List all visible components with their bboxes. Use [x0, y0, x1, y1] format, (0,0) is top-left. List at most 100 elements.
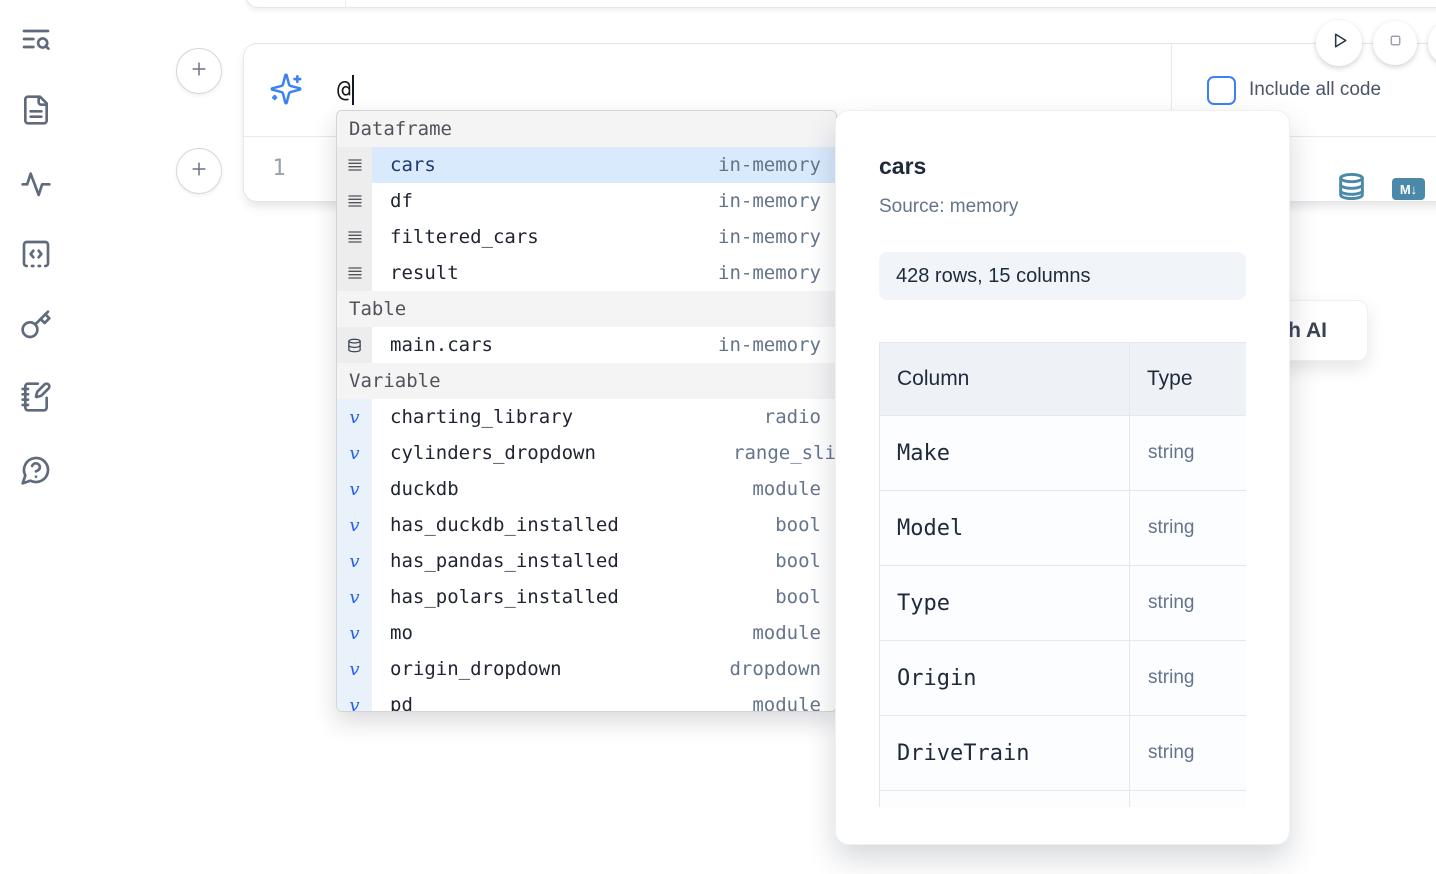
column-name: Origin: [879, 640, 1130, 716]
autocomplete-section-header: Variable: [337, 363, 836, 399]
plus-icon: [189, 159, 209, 184]
preview-source: Source: memory: [879, 196, 1019, 217]
run-cell-button[interactable]: [1316, 20, 1362, 66]
previous-cell-partial: [246, 0, 1436, 8]
autocomplete-section-header: Dataframe: [337, 111, 836, 147]
item-name: has_polars_installed: [390, 586, 619, 608]
item-name: duckdb: [390, 478, 459, 500]
item-name: origin_dropdown: [390, 658, 562, 680]
item-type: module: [752, 694, 821, 712]
column-type: string: [1129, 415, 1246, 491]
item-type: radio: [763, 406, 821, 428]
autocomplete-item-has_polars_installed[interactable]: v has_polars_installed bool: [337, 579, 836, 615]
column-name: DriveTrain: [879, 715, 1130, 791]
item-name: has_duckdb_installed: [390, 514, 619, 536]
autocomplete-item-filtered_cars[interactable]: filtered_cars in-memory: [337, 219, 836, 255]
database-icon: [337, 327, 372, 363]
column-name: Make: [879, 415, 1130, 491]
include-all-code-checkbox[interactable]: [1207, 75, 1236, 105]
line-number: 1: [272, 156, 286, 181]
autocomplete-item-has_pandas_installed[interactable]: v has_pandas_installed bool: [337, 543, 836, 579]
item-type: bool: [775, 586, 821, 608]
item-type: in-memory: [718, 154, 821, 176]
item-type: bool: [775, 550, 821, 572]
column-name: Type: [879, 565, 1130, 641]
add-cell-above-button[interactable]: [176, 48, 222, 94]
stop-square-icon: [1385, 30, 1406, 56]
item-name: has_pandas_installed: [390, 550, 619, 572]
dataframe-preview-panel: cars Source: memory 428 rows, 15 columns…: [835, 110, 1290, 845]
rows-icon: [337, 219, 372, 255]
column-type: string: [1129, 640, 1246, 716]
ai-prompt-text: @: [337, 77, 351, 103]
ai-row-divider: [1171, 44, 1172, 136]
schema-header-type: Type: [1129, 342, 1246, 416]
item-name: filtered_cars: [390, 226, 539, 248]
column-name: Model: [879, 490, 1130, 566]
files-icon[interactable]: [20, 94, 52, 126]
variable-icon: v: [337, 579, 372, 615]
stop-button[interactable]: [1373, 21, 1417, 65]
sparkles-ai-icon: [269, 72, 303, 106]
item-type: in-memory: [718, 334, 821, 356]
variable-icon: v: [337, 615, 372, 651]
item-name: charting_library: [390, 406, 574, 428]
rows-icon: [337, 147, 372, 183]
autocomplete-item-charting_library[interactable]: v charting_library radio: [337, 399, 836, 435]
scratchpad-notebook-pen-icon[interactable]: [20, 381, 52, 413]
variable-icon: v: [337, 651, 372, 687]
variable-icon: v: [337, 399, 372, 435]
code-editor-row[interactable]: 1: [244, 137, 1436, 201]
item-name: pd: [390, 694, 413, 712]
item-type: in-memory: [718, 262, 821, 284]
item-type: module: [752, 622, 821, 644]
autocomplete-item-result[interactable]: result in-memory: [337, 255, 836, 291]
item-type: module: [752, 478, 821, 500]
ai-prompt-input[interactable]: @: [337, 44, 354, 136]
activity-icon[interactable]: [20, 167, 52, 199]
table-of-contents-search-icon[interactable]: [20, 23, 52, 55]
text-caret: [351, 75, 354, 105]
secrets-key-icon[interactable]: [20, 309, 52, 341]
item-type: bool: [775, 514, 821, 536]
column-type: string: [1129, 490, 1246, 566]
variable-icon: v: [337, 687, 372, 711]
item-name: mo: [390, 622, 413, 644]
item-type: in-memory: [718, 226, 821, 248]
add-cell-below-button[interactable]: [176, 148, 222, 194]
markdown-export-icon[interactable]: M↓: [1392, 178, 1425, 200]
shape-badge: 428 rows, 15 columns: [879, 252, 1246, 300]
ai-options: Include all code: [1172, 44, 1436, 136]
rows-icon: [337, 255, 372, 291]
item-name: result: [390, 262, 459, 284]
plus-icon: [189, 59, 209, 84]
item-type: in-memory: [718, 190, 821, 212]
variable-icon: v: [337, 507, 372, 543]
help-chat-icon[interactable]: [20, 454, 52, 486]
preview-title: cars: [879, 153, 927, 179]
variable-icon: v: [337, 543, 372, 579]
column-type: string: [1129, 715, 1246, 791]
autocomplete-item-has_duckdb_installed[interactable]: v has_duckdb_installed bool: [337, 507, 836, 543]
extra-control-button-partial[interactable]: [1428, 21, 1436, 65]
autocomplete-section-header: Table: [337, 291, 836, 327]
gutter-divider: [345, 0, 346, 7]
database-action-icon[interactable]: [1337, 172, 1366, 201]
include-all-code-label[interactable]: Include all code: [1249, 79, 1382, 100]
snippets-code-icon[interactable]: [20, 238, 52, 270]
